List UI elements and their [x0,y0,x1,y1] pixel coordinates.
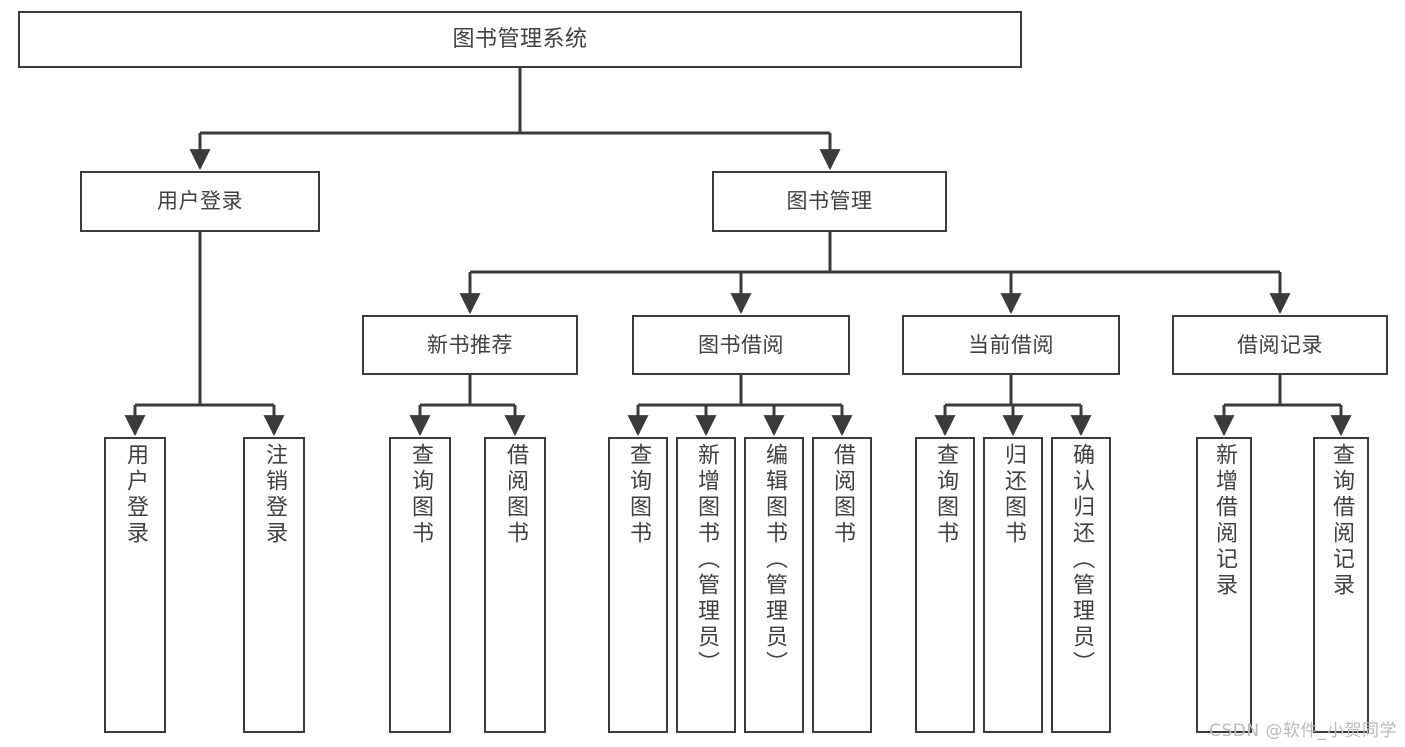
leaf-user-login-label: 用户登录 [123,443,148,547]
leaf-borrow-book-newbook-label: 借阅图书 [503,443,528,547]
leaf-borrow-book-newbook[interactable]: 借阅图书 [484,437,546,733]
node-book-management-label: 图书管理 [786,189,873,214]
node-user-login-label: 用户登录 [157,189,243,214]
node-borrow-record-label: 借阅记录 [1237,332,1323,357]
node-root-label: 图书管理系统 [452,26,588,52]
leaf-logout[interactable]: 注销登录 [243,437,305,733]
leaf-user-login[interactable]: 用户登录 [104,437,166,733]
leaf-add-borrow-record[interactable]: 新增借阅记录 [1196,437,1252,733]
leaf-logout-label: 注销登录 [262,443,287,547]
leaf-confirm-return-admin[interactable]: 确认归还（管理员） [1051,437,1111,733]
node-root[interactable]: 图书管理系统 [18,11,1022,68]
leaf-borrow-book-label: 借阅图书 [830,443,855,547]
leaf-add-borrow-record-label: 新增借阅记录 [1212,443,1237,599]
leaf-query-book-current-label: 查询图书 [933,443,958,547]
node-borrow-record[interactable]: 借阅记录 [1172,315,1388,375]
leaf-query-book-current[interactable]: 查询图书 [915,437,975,733]
leaf-query-book-newbook-label: 查询图书 [408,443,433,547]
leaf-query-book-borrow-label: 查询图书 [626,443,651,547]
leaf-edit-book-admin[interactable]: 编辑图书（管理员） [744,437,804,733]
leaf-add-book-admin[interactable]: 新增图书（管理员） [676,437,736,733]
leaf-edit-book-admin-label: 编辑图书（管理员） [762,443,787,677]
leaf-return-book[interactable]: 归还图书 [983,437,1043,733]
leaf-query-book-newbook[interactable]: 查询图书 [389,437,451,733]
node-current-borrow-label: 当前借阅 [968,332,1054,357]
leaf-query-book-borrow[interactable]: 查询图书 [608,437,668,733]
leaf-query-borrow-record[interactable]: 查询借阅记录 [1313,437,1369,733]
node-book-management[interactable]: 图书管理 [712,171,947,232]
node-new-book-recommend-label: 新书推荐 [427,332,513,357]
leaf-return-book-label: 归还图书 [1001,443,1026,547]
leaf-add-book-admin-label: 新增图书（管理员） [694,443,719,677]
node-new-book-recommend[interactable]: 新书推荐 [362,315,578,375]
node-user-login[interactable]: 用户登录 [80,171,320,232]
csdn-watermark: CSDN @软件_小贺同学 [1209,721,1397,741]
node-book-borrow-label: 图书借阅 [698,332,784,357]
leaf-borrow-book[interactable]: 借阅图书 [812,437,872,733]
node-book-borrow[interactable]: 图书借阅 [632,315,850,375]
leaf-confirm-return-admin-label: 确认归还（管理员） [1069,443,1094,677]
leaf-query-borrow-record-label: 查询借阅记录 [1329,443,1354,599]
node-current-borrow[interactable]: 当前借阅 [902,315,1120,375]
